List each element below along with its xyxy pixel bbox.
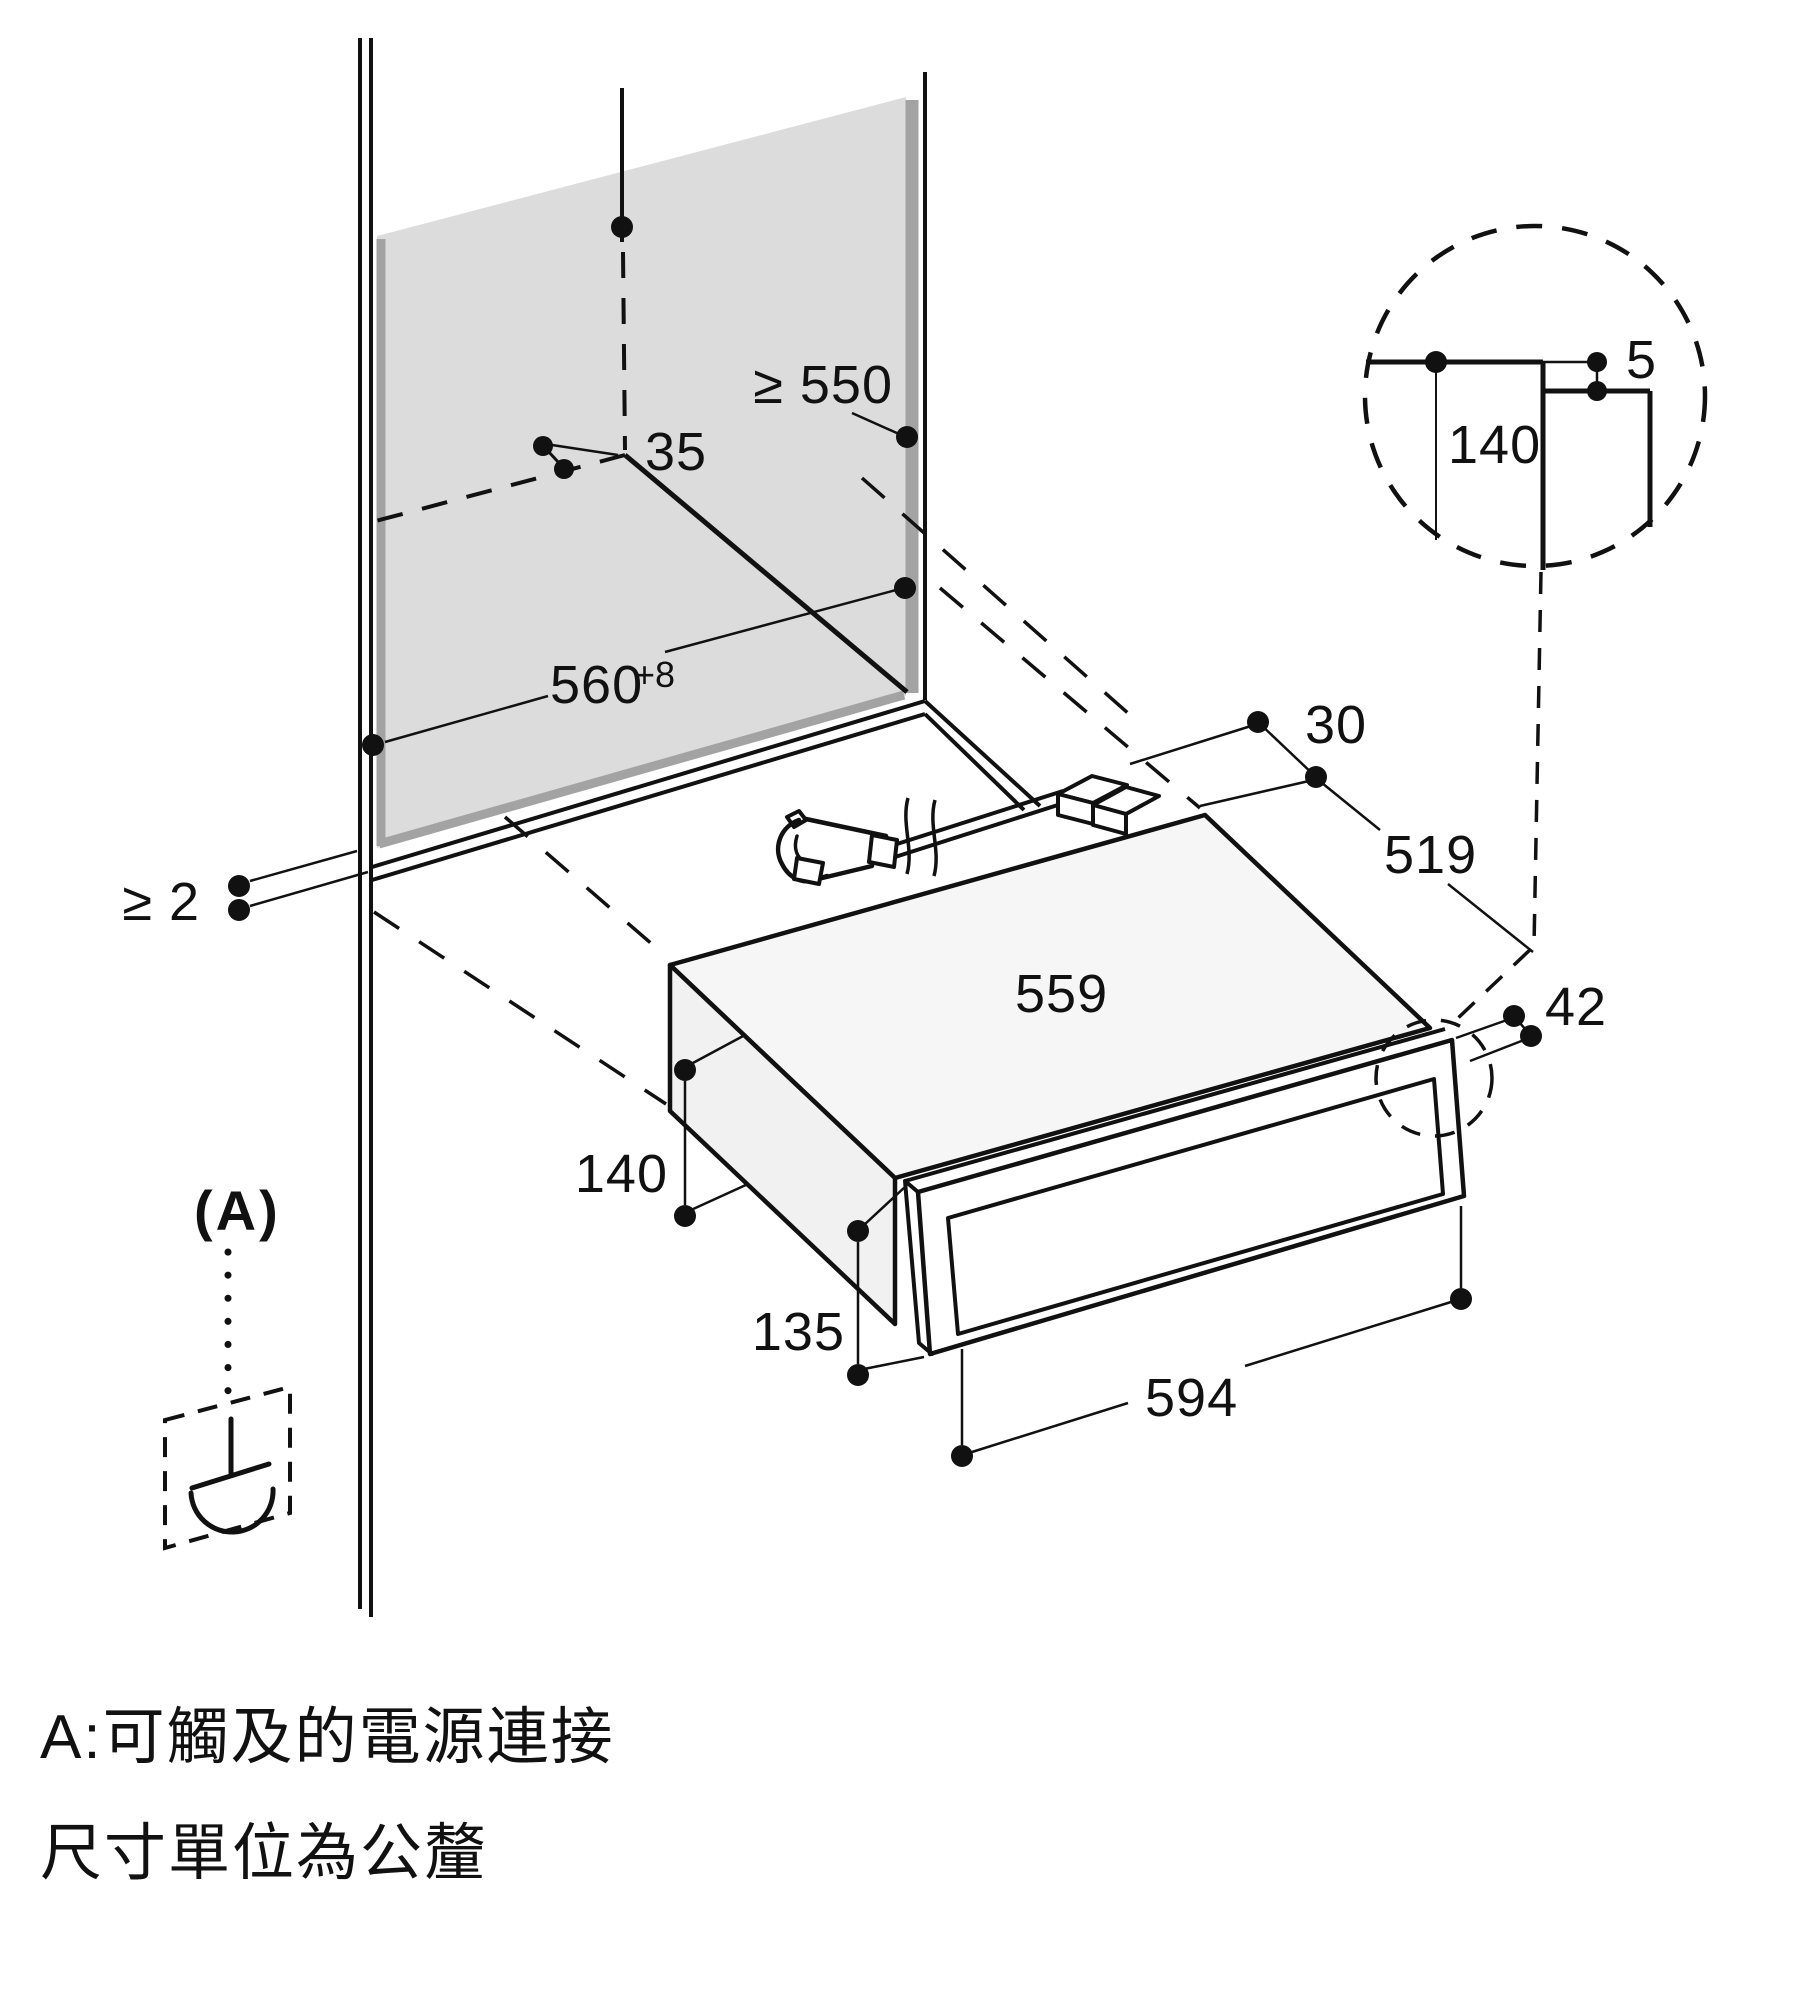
dim-panel-overhang-label: 42 bbox=[1545, 977, 1607, 1037]
dim-leader-42-top bbox=[1455, 1018, 1508, 1040]
dim-appliance-width-label: 559 bbox=[1015, 964, 1108, 1024]
cable-line-top bbox=[896, 789, 1064, 846]
dim-front-width-label: 594 bbox=[1145, 1368, 1238, 1428]
detail-connector-line bbox=[1455, 571, 1543, 1021]
counter-right-edge-top bbox=[923, 699, 1042, 808]
dim-dot bbox=[951, 1445, 973, 1467]
dim-leader-560-left bbox=[384, 694, 549, 744]
appliance bbox=[667, 812, 1494, 1357]
detail-reference-circle bbox=[1374, 1018, 1494, 1138]
dim-leader-2-top bbox=[249, 849, 358, 883]
socket-symbol-icon bbox=[188, 1416, 276, 1535]
dim-leader-30-top bbox=[1129, 724, 1252, 766]
niche-floor-edge bbox=[623, 453, 909, 694]
dim-front-height-label: 135 bbox=[752, 1302, 845, 1362]
legend-marker-label: (A) bbox=[194, 1179, 281, 1242]
dim-dot bbox=[1450, 1288, 1472, 1310]
dim-dot bbox=[894, 577, 916, 599]
projection-left-bottom bbox=[373, 910, 667, 1106]
cable-line-bottom bbox=[894, 802, 1062, 859]
niche-construction-lines bbox=[371, 88, 909, 694]
socket-arc bbox=[188, 1486, 276, 1535]
dim-line-594-b bbox=[1244, 1300, 1452, 1368]
dim-appliance-depth-label: 519 bbox=[1384, 825, 1477, 885]
legend-a: (A) bbox=[163, 1179, 292, 1551]
dim-detail-gap-label: 5 bbox=[1626, 330, 1657, 390]
front-panel-inner-face bbox=[946, 1077, 1445, 1336]
dim-dot bbox=[896, 426, 918, 448]
footnote-line2: 尺寸單位為公釐 bbox=[40, 1819, 488, 1888]
projection-left-top bbox=[503, 815, 670, 960]
cable-break-mark-left bbox=[904, 797, 911, 875]
panel-edge-bottom bbox=[377, 690, 906, 849]
dim-niche-width-tolerance-label: +8 bbox=[634, 654, 675, 695]
dim-dot bbox=[362, 734, 384, 756]
dim-leader-550 bbox=[851, 411, 900, 436]
dim-min-depth-label: ≥ 550 bbox=[753, 355, 893, 415]
shelf-front-edge-bottom bbox=[371, 712, 926, 882]
dim-leader-140-bottom bbox=[690, 1182, 749, 1212]
dim-appliance-height-label: 140 bbox=[575, 1144, 668, 1204]
counter-right-edge-bottom bbox=[923, 712, 1026, 812]
dim-dot bbox=[228, 875, 250, 897]
shelf-front-edge-top bbox=[371, 699, 926, 869]
dim-dot bbox=[228, 899, 250, 921]
dim-dot bbox=[847, 1220, 869, 1242]
dim-leader-140-top bbox=[690, 1033, 746, 1066]
plug-body-bottom bbox=[811, 863, 875, 883]
dim-leader-560-right bbox=[664, 588, 897, 654]
plug-icon bbox=[775, 809, 899, 886]
dim-dot bbox=[847, 1364, 869, 1386]
dim-dot-link bbox=[545, 448, 562, 466]
dim-line-594-a bbox=[971, 1401, 1129, 1454]
cabinet-lines bbox=[358, 38, 1042, 1617]
niche-panel-fill bbox=[377, 97, 906, 848]
dim-side-clearance-label: ≥ 2 bbox=[122, 872, 200, 932]
dim-line-519-b bbox=[1447, 883, 1534, 953]
footnote-line1: A:可觸及的電源連接 bbox=[40, 1703, 615, 1772]
front-panel-back-top-edge bbox=[904, 1027, 1446, 1183]
socket-crossbar bbox=[189, 1461, 272, 1491]
dim-dot bbox=[674, 1059, 696, 1081]
dim-leader-135-bottom bbox=[863, 1355, 925, 1371]
detail-circle-outline bbox=[1362, 223, 1708, 569]
dim-leader-2-bottom bbox=[249, 870, 369, 908]
projection-right-top bbox=[860, 476, 1140, 724]
dim-rear-offset-label: 30 bbox=[1305, 695, 1367, 755]
hidden-edge-vertical bbox=[621, 251, 627, 451]
plug-lower-block bbox=[792, 856, 825, 886]
detail-circle: 5 140 bbox=[1362, 223, 1708, 1021]
dim-leader-35 bbox=[551, 443, 619, 457]
niche-back-panel bbox=[376, 97, 919, 849]
cable-break-mark-right bbox=[931, 799, 938, 877]
dim-leader-135-top bbox=[863, 1185, 907, 1226]
dim-dot bbox=[674, 1205, 696, 1227]
projection-right-bottom bbox=[938, 586, 1202, 810]
dim-detail-height-label: 140 bbox=[1448, 415, 1541, 475]
dim-dot bbox=[611, 216, 633, 238]
dim-line-30 bbox=[1257, 721, 1317, 778]
dim-dot-link bbox=[1513, 1015, 1532, 1037]
dim-leader-30-bottom bbox=[1199, 779, 1310, 808]
cable-connector-icon bbox=[1056, 774, 1161, 836]
appliance-left-face bbox=[667, 962, 898, 1327]
dim-niche-width-label: 560 bbox=[550, 655, 643, 715]
dimension-labels: ≥ 550 35 560 +8 ≥ 2 30 519 559 42 140 13… bbox=[122, 355, 1607, 1428]
connector-box2-front bbox=[1091, 803, 1128, 836]
dim-line-519-a bbox=[1321, 782, 1381, 831]
dim-leader-42-bottom bbox=[1469, 1038, 1525, 1063]
plug-cable-boot bbox=[867, 833, 899, 869]
footnotes: A:可觸及的電源連接 尺寸單位為公釐 bbox=[40, 1703, 615, 1888]
projection-lines bbox=[373, 476, 1202, 1106]
dimensions bbox=[228, 411, 1542, 1467]
legend-dashed-box bbox=[163, 1384, 292, 1551]
dim-corner-offset-label: 35 bbox=[645, 422, 707, 482]
power-cable bbox=[894, 789, 1064, 877]
